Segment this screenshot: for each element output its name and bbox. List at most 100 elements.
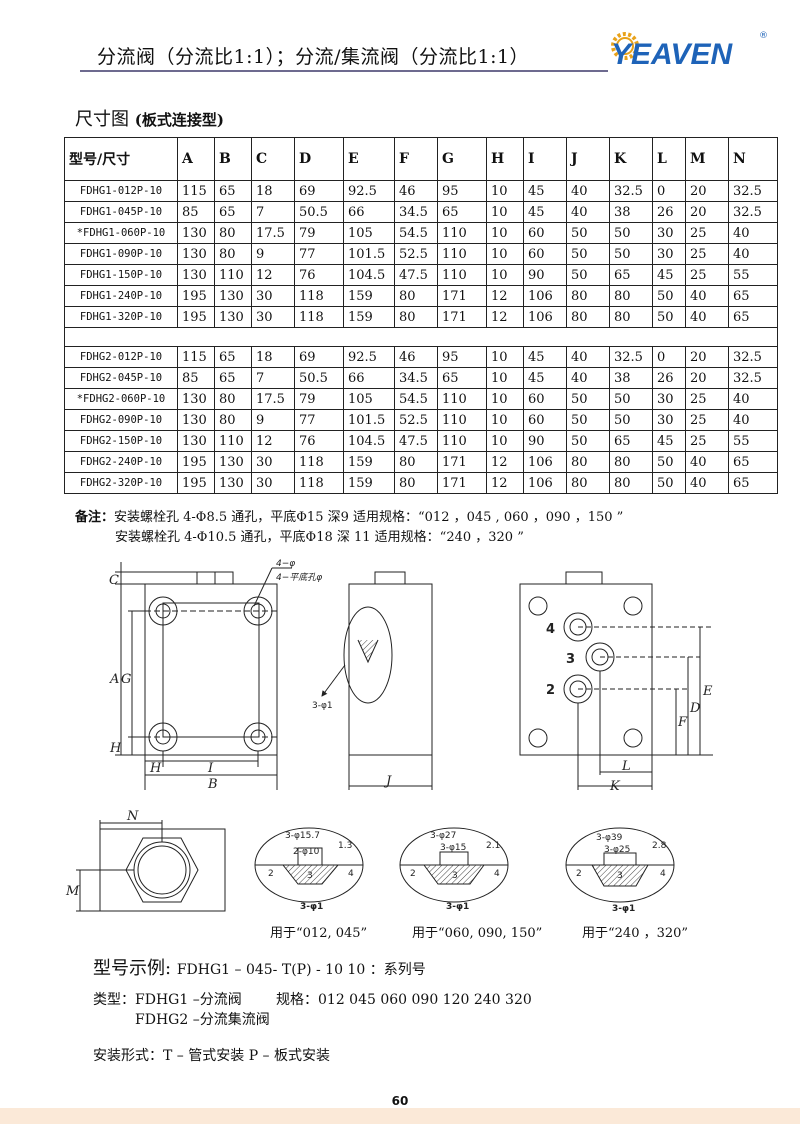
value-cell: 10 xyxy=(486,346,524,368)
dim-g: G xyxy=(121,672,131,687)
front-view xyxy=(115,562,292,790)
value-cell: 52.5 xyxy=(394,409,438,431)
value-cell: 0 xyxy=(652,180,686,202)
column-header: A xyxy=(177,137,215,181)
value-cell: 60 xyxy=(523,222,567,244)
detail-3-mid: 3-φ25 xyxy=(604,845,630,855)
value-cell: 65 xyxy=(437,201,487,223)
value-cell: 25 xyxy=(685,264,729,286)
port-4-label: 4 xyxy=(546,622,555,637)
spec-label: 规格：012 045 060 090 120 240 320 xyxy=(276,992,532,1008)
value-cell: 50 xyxy=(652,472,686,494)
value-cell: 171 xyxy=(437,285,487,307)
value-cell: 25 xyxy=(685,409,729,431)
value-cell: 80 xyxy=(566,451,610,473)
dim-d: D xyxy=(689,701,701,716)
value-cell: 106 xyxy=(523,451,567,473)
value-cell: 30 xyxy=(652,409,686,431)
value-cell: 32.5 xyxy=(728,346,778,368)
value-cell: 65 xyxy=(728,285,778,307)
value-cell: 55 xyxy=(728,264,778,286)
value-cell: 106 xyxy=(523,472,567,494)
value-cell: 118 xyxy=(294,285,344,307)
type-label: 类型：FDHG1 –分流阀 xyxy=(93,992,242,1008)
value-cell: 65 xyxy=(214,367,252,389)
detail-3-port-3: 3 xyxy=(617,871,623,881)
port-2-label: 2 xyxy=(546,683,555,698)
value-cell: 101.5 xyxy=(343,243,395,265)
value-cell: 80 xyxy=(609,306,653,328)
dim-k: K xyxy=(609,779,621,794)
value-cell: 65 xyxy=(437,367,487,389)
detail-1-bot: 3-φ1 xyxy=(300,902,323,912)
model-cell: FDHG2-320P-10 xyxy=(64,472,178,494)
value-cell: 10 xyxy=(486,388,524,410)
value-cell: 76 xyxy=(294,264,344,286)
value-cell: 30 xyxy=(652,222,686,244)
detail-1-top: 3-φ15.7 xyxy=(285,831,320,841)
column-header: M xyxy=(685,137,729,181)
value-cell: 69 xyxy=(294,180,344,202)
model-cell: FDHG2-090P-10 xyxy=(64,409,178,431)
value-cell: 159 xyxy=(343,285,395,307)
type-label-2: FDHG2 –分流集流阀 xyxy=(135,1012,270,1028)
value-cell: 20 xyxy=(685,201,729,223)
value-cell: 10 xyxy=(486,264,524,286)
value-cell: 95 xyxy=(437,346,487,368)
value-cell: 30 xyxy=(652,243,686,265)
value-cell: 130 xyxy=(214,285,252,307)
value-cell: 32.5 xyxy=(609,180,653,202)
dim-b: B xyxy=(207,777,218,792)
value-cell: 77 xyxy=(294,409,344,431)
notes-line-2: 安装螺栓孔 4-Φ10.5 通孔，平底Φ18 深 11 适用规格：“240 ，3… xyxy=(115,530,524,545)
column-header: 型号/尺寸 xyxy=(64,137,178,181)
front-dim-labels: C A G H H I B 4−φ 4−平底孔φ xyxy=(109,559,322,792)
value-cell: 25 xyxy=(685,388,729,410)
value-cell: 40 xyxy=(728,388,778,410)
dim-i: I xyxy=(207,761,214,776)
value-cell: 110 xyxy=(437,243,487,265)
value-cell: 130 xyxy=(214,472,252,494)
column-header: J xyxy=(566,137,610,181)
value-cell: 20 xyxy=(685,180,729,202)
header-title: 分流阀（分流比1:1）；分流/集流阀（分流比1:1） xyxy=(97,46,530,68)
detail-2-caption: 用于“060, 090, 150” xyxy=(412,926,543,941)
value-cell: 12 xyxy=(486,306,524,328)
value-cell: 195 xyxy=(177,285,215,307)
value-cell: 92.5 xyxy=(343,180,395,202)
detail-3-depth: 2.8 xyxy=(652,841,667,851)
value-cell: 54.5 xyxy=(394,222,438,244)
value-cell: 10 xyxy=(486,367,524,389)
value-cell: 40 xyxy=(566,201,610,223)
model-cell: FDHG1-240P-10 xyxy=(64,285,178,307)
example-code: FDHG1 – 045- T(P) - 10 10 ：系列号 xyxy=(176,962,426,978)
gear-icon xyxy=(611,32,639,60)
model-cell: FDHG1-320P-10 xyxy=(64,306,178,328)
value-cell: 7 xyxy=(251,367,295,389)
value-cell: 80 xyxy=(214,409,252,431)
value-cell: 12 xyxy=(251,430,295,452)
detail-2-depth: 2.1 xyxy=(486,841,500,851)
section-subtitle: (板式连接型) xyxy=(134,111,224,129)
model-cell: FDHG2-012P-10 xyxy=(64,346,178,368)
value-cell: 50 xyxy=(609,388,653,410)
value-cell: 50 xyxy=(609,243,653,265)
value-cell: 76 xyxy=(294,430,344,452)
side-port-label: 3-φ1 xyxy=(312,701,333,711)
logo-text: YEAVEN xyxy=(611,38,733,71)
value-cell: 12 xyxy=(486,472,524,494)
value-cell: 110 xyxy=(437,409,487,431)
detail-1-port-4: 4 xyxy=(348,869,354,879)
dim-c: C xyxy=(109,573,119,588)
value-cell: 65 xyxy=(728,306,778,328)
value-cell: 10 xyxy=(486,222,524,244)
value-cell: 10 xyxy=(486,409,524,431)
value-cell: 10 xyxy=(486,243,524,265)
value-cell: 65 xyxy=(728,472,778,494)
value-cell: 50 xyxy=(566,222,610,244)
column-header: C xyxy=(251,137,295,181)
